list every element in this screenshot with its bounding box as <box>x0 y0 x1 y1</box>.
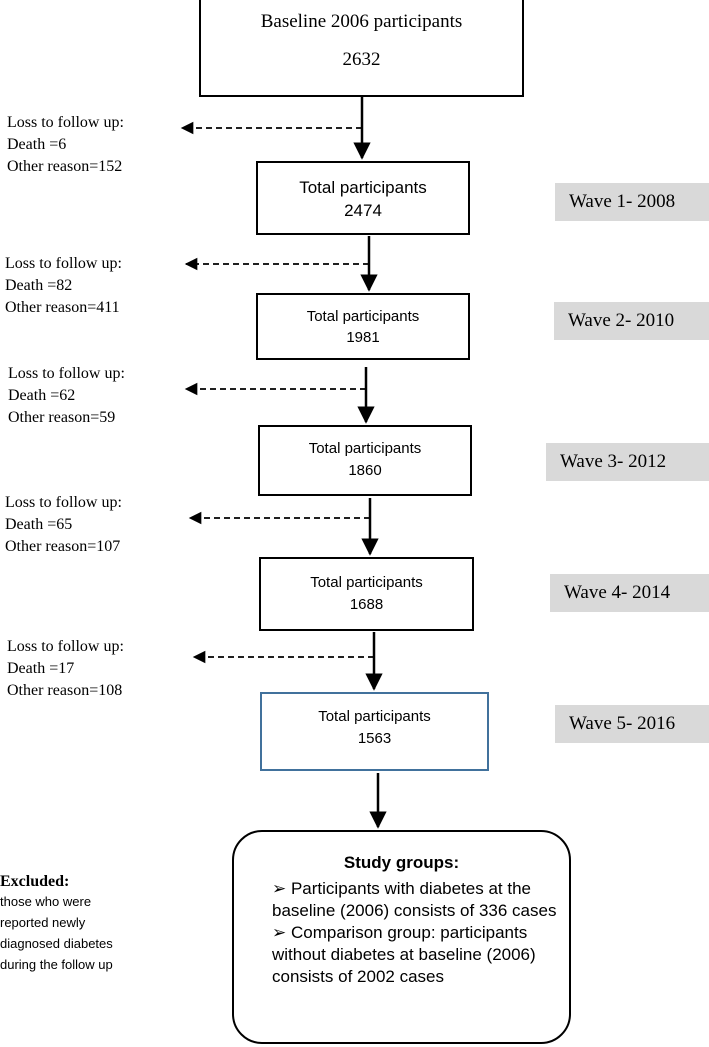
stage-count: 2474 <box>344 201 382 220</box>
loss-block-5: Loss to follow up: Death =17 Other reaso… <box>7 636 124 702</box>
wave-label-5: Wave 5- 2016 <box>555 705 709 743</box>
loss-heading: Loss to follow up: <box>8 365 125 382</box>
study-group-diabetes: ➢ Participants with diabetes at the base… <box>272 879 557 920</box>
stage-count: 1860 <box>348 462 382 479</box>
wave-label-3: Wave 3- 2012 <box>546 443 709 481</box>
loss-other: Other reason=411 <box>5 299 120 316</box>
excluded-line: reported newly <box>0 915 86 930</box>
stage-count: 1688 <box>349 596 384 613</box>
loss-block-4: Loss to follow up: Death =65 Other reaso… <box>5 492 122 558</box>
excluded-line: diagnosed diabetes <box>0 936 113 951</box>
loss-other: Other reason=59 <box>8 409 116 426</box>
loss-other: Other reason=107 <box>5 538 121 555</box>
loss-death: Death =17 <box>7 660 75 677</box>
stage-box-2: Total participants 1981 <box>256 293 470 360</box>
loss-block-2: Loss to follow up: Death =82 Other reaso… <box>5 253 122 319</box>
stage-box-4: Total participants 1688 <box>259 557 474 631</box>
stage-box-1: Total participants 2474 <box>256 161 470 235</box>
baseline-count: 2632 <box>342 49 381 70</box>
stage-count: 1563 <box>357 730 392 747</box>
wave-label-2: Wave 2- 2010 <box>554 302 709 340</box>
stage-label: Total participants <box>318 708 431 725</box>
loss-death: Death =82 <box>5 277 73 294</box>
stage-count: 1981 <box>346 329 380 346</box>
loss-death: Death =65 <box>5 516 73 533</box>
stage-label: Total participants <box>299 178 427 197</box>
loss-heading: Loss to follow up: <box>7 638 124 655</box>
study-groups-box: Study groups: ➢ Participants with diabet… <box>232 830 571 1044</box>
loss-block-1: Loss to follow up: Death =6 Other reason… <box>7 112 124 178</box>
loss-death: Death =6 <box>7 136 67 153</box>
stage-label: Total participants <box>310 574 423 591</box>
loss-heading: Loss to follow up: <box>5 255 122 272</box>
excluded-note: Excluded: those who were reported newly … <box>0 873 180 975</box>
excluded-line: those who were <box>0 894 92 909</box>
baseline-title: Baseline 2006 participants <box>260 11 463 32</box>
stage-label: Total participants <box>306 308 420 325</box>
loss-heading: Loss to follow up: <box>5 494 122 511</box>
loss-other: Other reason=152 <box>7 158 123 175</box>
baseline-box: Baseline 2006 participants 2632 <box>199 0 524 97</box>
wave-label-1: Wave 1- 2008 <box>555 183 709 221</box>
excluded-line: during the follow up <box>0 957 113 972</box>
excluded-heading: Excluded: <box>0 873 70 890</box>
loss-block-3: Loss to follow up: Death =62 Other reaso… <box>8 363 125 429</box>
stage-box-5: Total participants 1563 <box>260 692 489 771</box>
study-group-comparison: ➢ Comparison group: participants without… <box>272 923 536 986</box>
study-groups-title: Study groups: <box>343 853 460 872</box>
wave-label-4: Wave 4- 2014 <box>550 574 709 612</box>
loss-heading: Loss to follow up: <box>7 114 124 131</box>
stage-box-3: Total participants 1860 <box>258 425 472 496</box>
loss-other: Other reason=108 <box>7 682 123 699</box>
stage-label: Total participants <box>308 440 422 457</box>
loss-death: Death =62 <box>8 387 76 404</box>
